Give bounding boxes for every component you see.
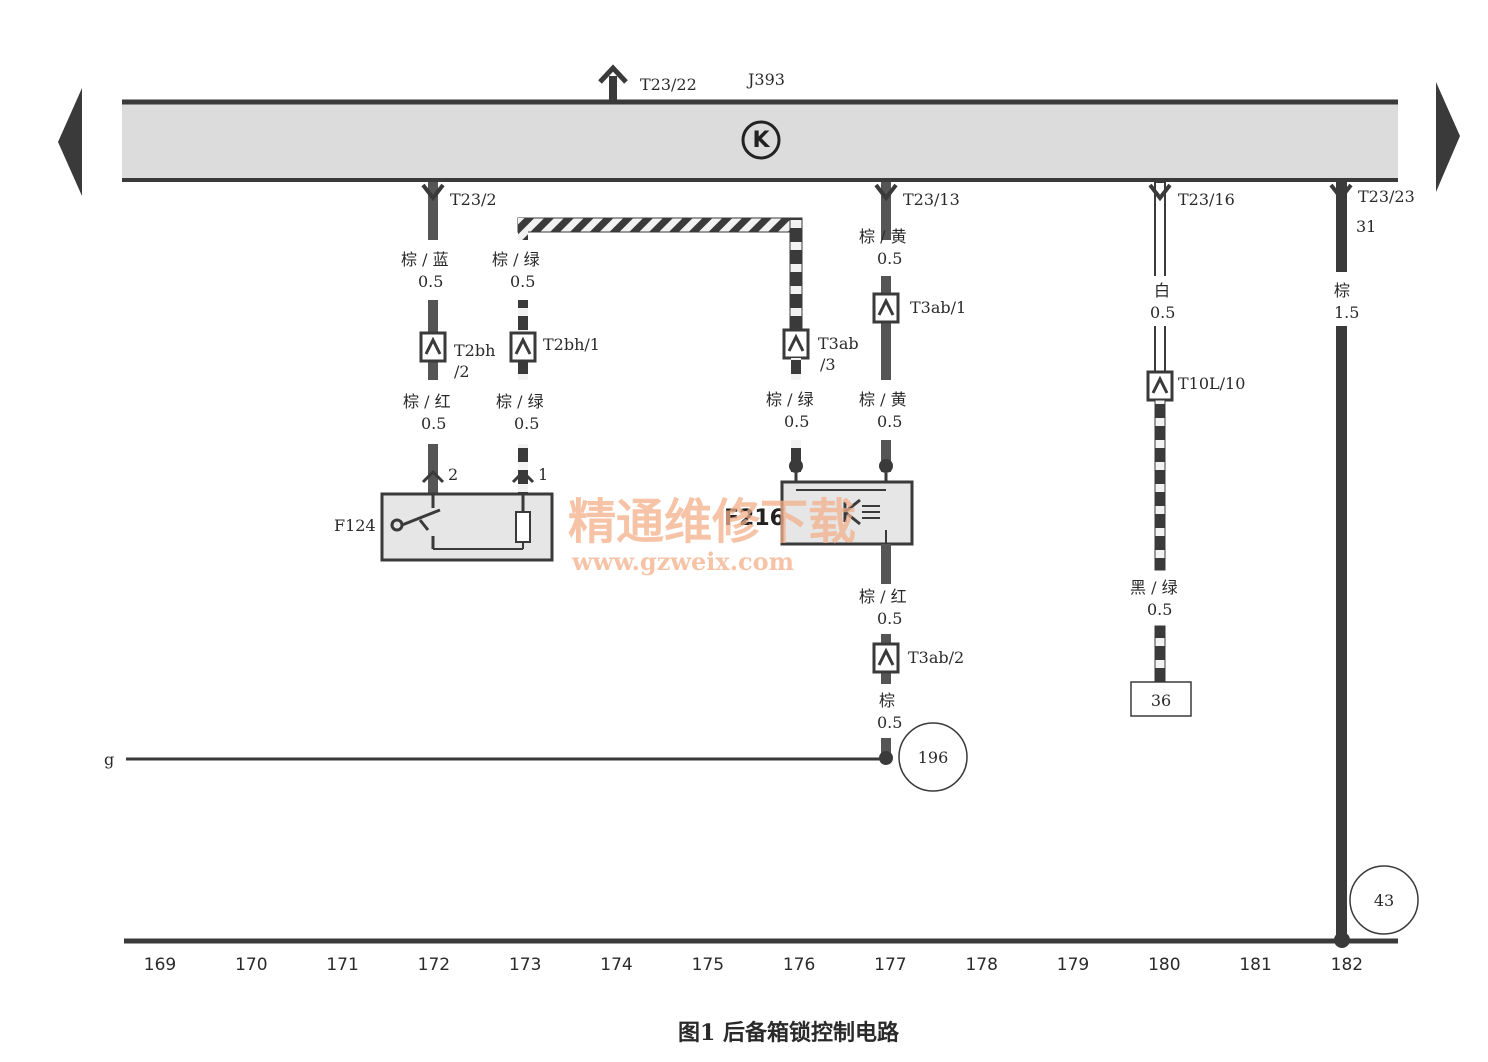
axis-number: 180 — [1148, 955, 1180, 975]
ref-36-box — [1130, 681, 1192, 717]
label-t23-22: T23/22 — [640, 75, 697, 94]
component-f124 — [380, 492, 554, 562]
axis-number: 178 — [965, 955, 997, 975]
module-j393-label: J393 — [746, 70, 785, 89]
wire-180-color-bot: 黑 / 绿 — [1130, 578, 1178, 597]
wire-172-size-bot: 0.5 — [421, 414, 446, 433]
label-t2bh-1: T2bh/1 — [543, 335, 600, 354]
axis-number: 170 — [235, 955, 267, 975]
watermark-line1: 精通维修下载 — [568, 494, 856, 550]
component-f216 — [780, 473, 914, 546]
wire-173-color-top: 棕 / 绿 — [492, 250, 540, 269]
label-t23-23: T23/23 — [1358, 187, 1415, 206]
wire-177-color-bot: 棕 — [879, 691, 895, 710]
axis-number: 179 — [1057, 955, 1089, 975]
wire-177-color-top: 棕 / 黄 — [859, 227, 907, 246]
wire-180-size-top: 0.5 — [1150, 303, 1175, 322]
wire-172-color-bot: 棕 / 红 — [403, 392, 451, 411]
connector-t10l-10 — [1146, 370, 1174, 402]
ref-43-label: 43 — [1374, 891, 1394, 910]
axis-number: 172 — [418, 955, 450, 975]
label-t3ab-3a: T3ab — [818, 334, 859, 353]
axis-number: 175 — [692, 955, 724, 975]
label-f124: F124 — [334, 516, 376, 535]
wire-172-color-top: 棕 / 蓝 — [401, 250, 449, 269]
wire-173-color-bot: 棕 / 绿 — [496, 392, 544, 411]
axis-number: 177 — [874, 955, 906, 975]
label-t10l-10: T10L/10 — [1178, 374, 1245, 393]
wire-180-size-bot: 0.5 — [1147, 600, 1172, 619]
axis-numbers: 169 170 171 172 173 174 175 176 177 178 179 180 181 1… — [144, 955, 1363, 975]
ref-36-label: 36 — [1151, 691, 1171, 710]
connector-t3ab-3 — [782, 328, 810, 360]
label-t23-23-sub: 31 — [1356, 217, 1376, 236]
svg-text:K: K — [752, 128, 770, 153]
wire-180-color-top: 白 — [1154, 281, 1170, 300]
label-t23-16: T23/16 — [1178, 190, 1235, 209]
wire-177-color-low: 棕 / 红 — [859, 587, 907, 606]
label-f216: F216 — [724, 506, 785, 531]
label-t2bh-2b: /2 — [454, 362, 470, 381]
connector-t23-22 — [598, 64, 628, 102]
wire-176-color: 棕 / 绿 — [766, 390, 814, 409]
wire-177-size-top: 0.5 — [877, 249, 902, 268]
watermark-line2: www.gzweix.com — [571, 547, 794, 576]
axis-number: 174 — [600, 955, 632, 975]
label-g: g — [104, 750, 114, 769]
wire-177-size-low: 0.5 — [877, 609, 902, 628]
label-t3ab-2: T3ab/2 — [908, 648, 964, 667]
label-t2bh-2a: T2bh — [454, 341, 495, 360]
wire-182-color: 棕 — [1334, 281, 1350, 300]
axis-number: 171 — [326, 955, 358, 975]
label-t23-13: T23/13 — [903, 190, 960, 209]
axis-number: 181 — [1239, 955, 1271, 975]
wire-176-size: 0.5 — [784, 412, 809, 431]
axis-number: 173 — [509, 955, 541, 975]
connector-t3ab-1 — [872, 292, 900, 324]
module-j393-body — [122, 102, 1398, 180]
ref-196-label: 196 — [918, 748, 949, 767]
axis-number: 182 — [1331, 955, 1363, 975]
wire-177-size-bot: 0.5 — [877, 713, 902, 732]
wire-177-color-mid: 棕 / 黄 — [859, 390, 907, 409]
wire-182-size: 1.5 — [1334, 303, 1359, 322]
connector-t2bh-1 — [509, 331, 537, 363]
wire-173-size-top: 0.5 — [510, 272, 535, 291]
wire-172-size-top: 0.5 — [418, 272, 443, 291]
axis-number: 169 — [144, 955, 176, 975]
connector-t3ab-2 — [872, 642, 900, 674]
ref-43-circle — [1349, 865, 1419, 935]
pin-1-label: 1 — [538, 465, 548, 484]
wire-173-size-bot: 0.5 — [514, 414, 539, 433]
wire-177-size-mid: 0.5 — [877, 412, 902, 431]
label-t3ab-1: T3ab/1 — [910, 298, 966, 317]
label-t23-2: T23/2 — [450, 190, 497, 209]
right-arrow — [1436, 82, 1460, 192]
axis-number: 176 — [783, 955, 815, 975]
figure-caption: 图1 后备箱锁控制电路 — [678, 1020, 900, 1046]
module-k-symbol: K — [741, 120, 781, 160]
left-arrow — [58, 88, 82, 196]
ref-196-circle — [898, 722, 968, 792]
pin-2-label: 2 — [448, 465, 458, 484]
connector-t2bh-2 — [419, 331, 447, 363]
label-t3ab-3b: /3 — [820, 355, 836, 374]
